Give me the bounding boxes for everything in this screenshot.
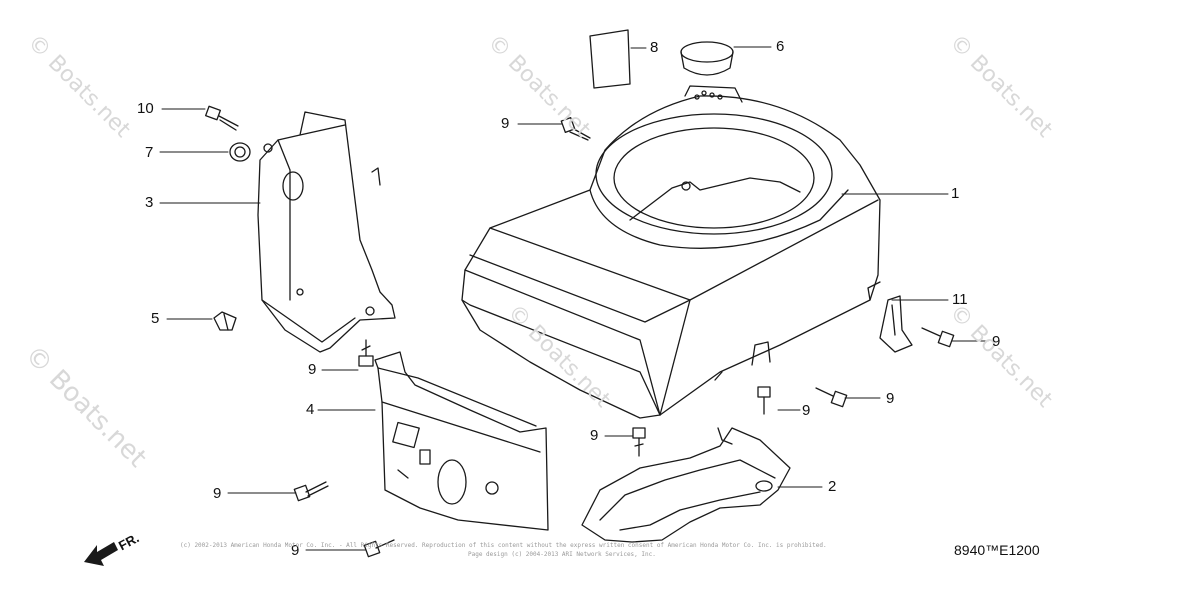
- callout-3: 3: [145, 194, 154, 211]
- callout-9: 9: [501, 115, 510, 132]
- callout-10: 10: [137, 100, 154, 117]
- callout-9: 9: [992, 333, 1001, 350]
- callout-5: 5: [151, 310, 160, 327]
- leader-lines: [159, 46, 989, 551]
- front-cover-part-4: [374, 351, 549, 531]
- callout-11: 11: [952, 291, 968, 308]
- callout-9: 9: [886, 390, 895, 407]
- bottom-plate-part-2: [581, 427, 791, 543]
- callout-7: 7: [145, 144, 154, 161]
- shroud-part-1: [461, 85, 881, 419]
- copyright-line-2: Page design (c) 2004-2013 ARI Network Se…: [468, 551, 656, 558]
- label-part-8: [589, 29, 631, 89]
- callout-6: 6: [776, 38, 785, 55]
- callout-2: 2: [828, 478, 837, 495]
- callout-9: 9: [802, 402, 811, 419]
- bolts: [205, 105, 955, 558]
- diagram-code: 8940™E1200: [954, 542, 1040, 558]
- callout-8: 8: [650, 39, 659, 56]
- copyright-line-1: (c) 2002-2013 American Honda Motor Co. I…: [180, 542, 827, 549]
- callout-9: 9: [291, 542, 300, 559]
- plug-part-6: [680, 41, 734, 76]
- callout-1: 1: [951, 185, 960, 202]
- callout-9: 9: [590, 427, 599, 444]
- clip-part-11: [879, 295, 913, 353]
- side-panel-part-3: [257, 111, 396, 353]
- callout-9: 9: [213, 485, 222, 502]
- front-direction-arrow: [84, 542, 118, 566]
- callout-9: 9: [308, 361, 317, 378]
- callout-4: 4: [306, 401, 315, 418]
